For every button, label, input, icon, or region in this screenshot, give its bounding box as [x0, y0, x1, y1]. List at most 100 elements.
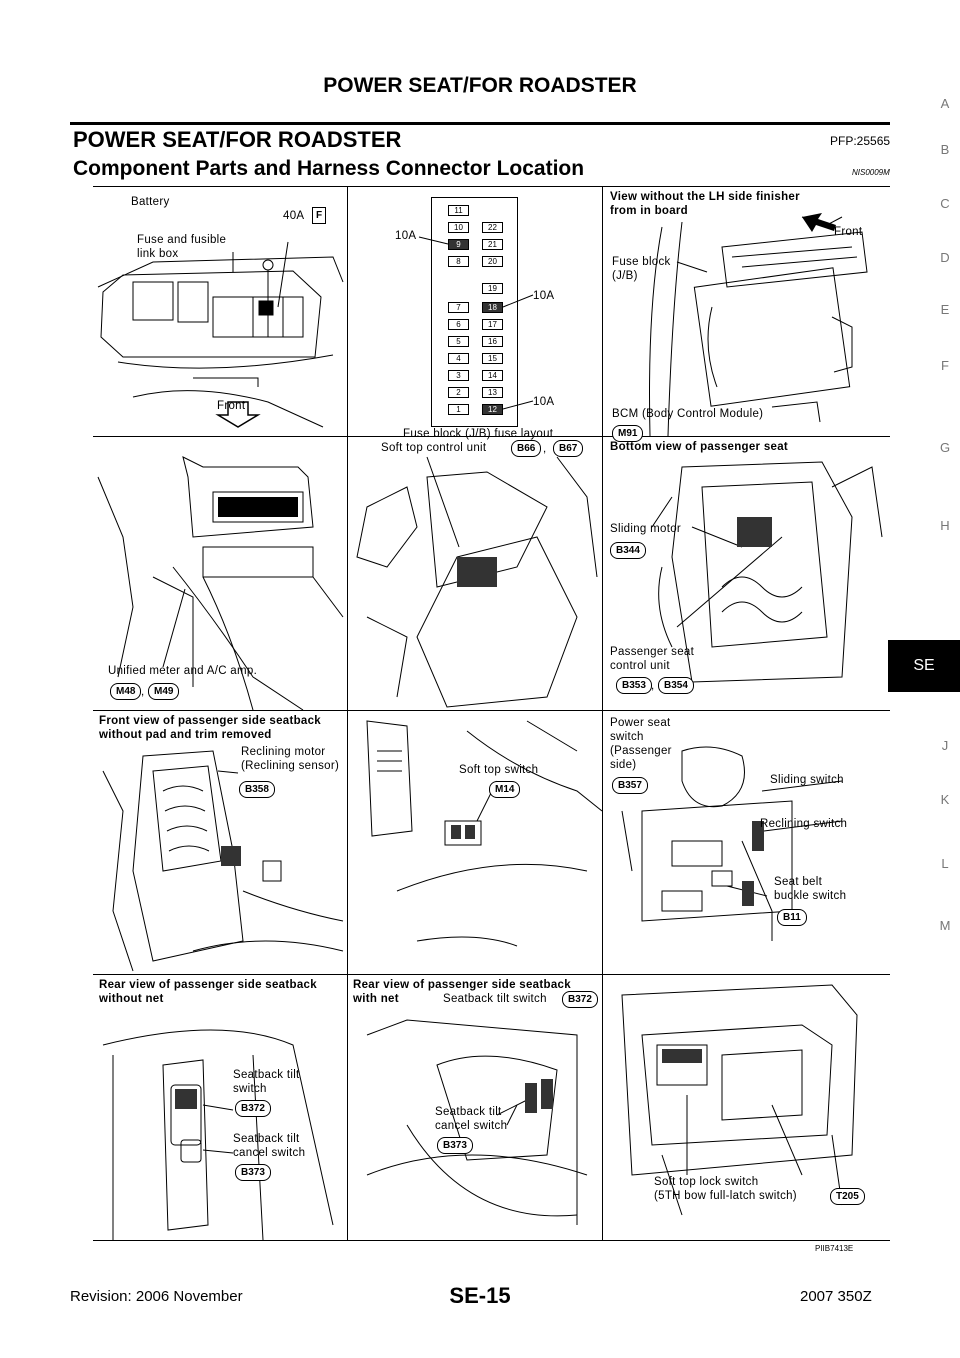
panel-fuse-link-box: Battery Fuse and fusible link box 40A F … [93, 187, 347, 436]
footer-model: 2007 350Z [800, 1288, 872, 1305]
panel-seatback-front: Front view of passenger side seatback wi… [93, 711, 347, 974]
side-index-se-active[interactable]: SE [888, 640, 960, 692]
component-figure-grid: Battery Fuse and fusible link box 40A F … [93, 186, 890, 1241]
label-soft-top-control-unit: Soft top control unit [381, 442, 487, 454]
label-buckle-switch: buckle switch [774, 890, 847, 902]
comma: , [543, 443, 547, 455]
page-header-title: POWER SEAT/FOR ROADSTER [323, 74, 637, 97]
footer-page-number: SE-15 [449, 1283, 511, 1308]
connector-b373: B373 [235, 1164, 271, 1181]
label-reclining-motor: Reclining motor [241, 746, 326, 758]
side-index-c[interactable]: C [940, 196, 950, 211]
power-seat-switch-drawing [621, 746, 843, 941]
seatback-rear-no-net-drawing [102, 1029, 334, 1241]
p3-title-1: View without the LH side finisher [610, 191, 800, 203]
subsection-title: Component Parts and Harness Connector Lo… [73, 157, 585, 180]
p6-title: Bottom view of passenger seat [610, 441, 789, 453]
connector-b353: B353 [616, 677, 652, 694]
engine-bay-drawing [97, 241, 344, 428]
seatback-front-drawing [102, 750, 344, 972]
panel-soft-top-control-unit: Soft top control unit B66 , B67 [347, 437, 602, 710]
panel-soft-top-lock-switch: Soft top lock switch (5TH bow full-latch… [602, 975, 890, 1240]
label-40a: 40A [283, 210, 305, 222]
fuse-20: 20 [482, 256, 503, 267]
label-seatback-tilt: Seatback tilt [233, 1069, 300, 1081]
trunk-drawing [621, 984, 858, 1216]
fuse-1: 1 [448, 404, 469, 415]
footer-revision: Revision: 2006 November [70, 1288, 243, 1305]
label-10a-fuse-18: 10A [533, 290, 555, 302]
section-title: POWER SEAT/FOR ROADSTER [73, 127, 402, 152]
fuse-12: 12 [482, 404, 503, 415]
panel-fuse-layout: 11 10 9 8 7 6 5 4 3 2 1 22 21 20 19 18 1… [347, 187, 602, 440]
label-fuse-box-1: Fuse and fusible [137, 234, 227, 246]
label-sliding-switch: Sliding switch [770, 774, 844, 786]
connector-m14: M14 [489, 781, 521, 798]
side-index-m[interactable]: M [939, 918, 951, 933]
fuse-block-frame [431, 197, 518, 427]
fuse-14: 14 [482, 370, 503, 381]
side-index-l[interactable]: L [941, 856, 949, 871]
fuse-13: 13 [482, 387, 503, 398]
caption-fuse-layout: Fuse block (J/B) fuse layout [403, 428, 554, 440]
soft-top-switch-drawing [366, 720, 603, 947]
fuse-11: 11 [448, 205, 469, 216]
label-front: Front [217, 400, 246, 412]
side-index-j[interactable]: J [941, 738, 949, 753]
label-10a-fuse-9: 10A [395, 230, 417, 242]
connector-m91: M91 [612, 425, 644, 442]
connector-b67: B67 [553, 440, 584, 457]
fuse-7: 7 [448, 302, 469, 313]
p10-title-2: without net [99, 993, 164, 1005]
label-battery: Battery [131, 196, 170, 208]
connector-b372: B372 [235, 1100, 271, 1117]
side-index-f[interactable]: F [941, 358, 949, 373]
panel-bcm: View without the LH side finisher from i… [602, 187, 890, 442]
connector-b11: B11 [777, 909, 807, 926]
connector-b372: B372 [562, 991, 598, 1008]
label-seatback-tilt-cancel: Seatback tilt [233, 1133, 300, 1145]
label-soft-top-switch: Soft top switch [459, 764, 539, 776]
connector-b358: B358 [239, 781, 275, 798]
fuse-21: 21 [482, 239, 503, 250]
panel-unified-meter: Unified meter and A/C amp. M48 , M49 [93, 437, 347, 711]
label-jb: (J/B) [612, 270, 638, 282]
p7-title-1: Front view of passenger side seatback [99, 715, 322, 727]
p11-title-2: with net [353, 993, 399, 1005]
label-10a-fuse-12: 10A [533, 396, 555, 408]
fuse-8: 8 [448, 256, 469, 267]
fuse-6: 6 [448, 319, 469, 330]
grid-col-divider [602, 187, 603, 1240]
side-index-h[interactable]: H [940, 518, 950, 533]
fuse-15: 15 [482, 353, 503, 364]
fuse-16: 16 [482, 336, 503, 347]
connector-t205: T205 [830, 1188, 865, 1205]
connector-b373: B373 [437, 1137, 473, 1154]
label-fuse-box-2: link box [137, 248, 179, 260]
side-index-g[interactable]: G [939, 440, 951, 455]
label-5th-bow: (5TH bow full-latch switch) [654, 1190, 797, 1202]
label-passenger: (Passenger [610, 745, 672, 757]
side-index-b[interactable]: B [940, 142, 950, 157]
p11-title-1: Rear view of passenger side seatback [353, 979, 571, 991]
side-index-a[interactable]: A [940, 96, 950, 111]
fuse-4: 4 [448, 353, 469, 364]
label-passenger-seat: Passenger seat [610, 646, 695, 658]
label-sliding-motor: Sliding motor [610, 523, 682, 535]
dash-drawing [97, 456, 344, 711]
label-unified-meter: Unified meter and A/C amp. [108, 665, 258, 677]
console-drawing [356, 456, 598, 708]
side-index-d[interactable]: D [940, 250, 950, 265]
p10-title-1: Rear view of passenger side seatback [99, 979, 317, 991]
fuse-17: 17 [482, 319, 503, 330]
label-soft-top-lock-switch: Soft top lock switch [654, 1176, 759, 1188]
side-index-k[interactable]: K [940, 792, 950, 807]
pfp-code: PFP:25565 [830, 134, 891, 148]
fuse-leader-lines [418, 236, 534, 410]
label-power-seat: Power seat [610, 717, 671, 729]
side-index-e[interactable]: E [940, 302, 950, 317]
label-seatback-tilt-switch: Seatback tilt switch [443, 993, 547, 1005]
label-control-unit: control unit [610, 660, 670, 672]
header-rule [70, 122, 890, 125]
figure-id: PIIB7413E [815, 1244, 854, 1253]
